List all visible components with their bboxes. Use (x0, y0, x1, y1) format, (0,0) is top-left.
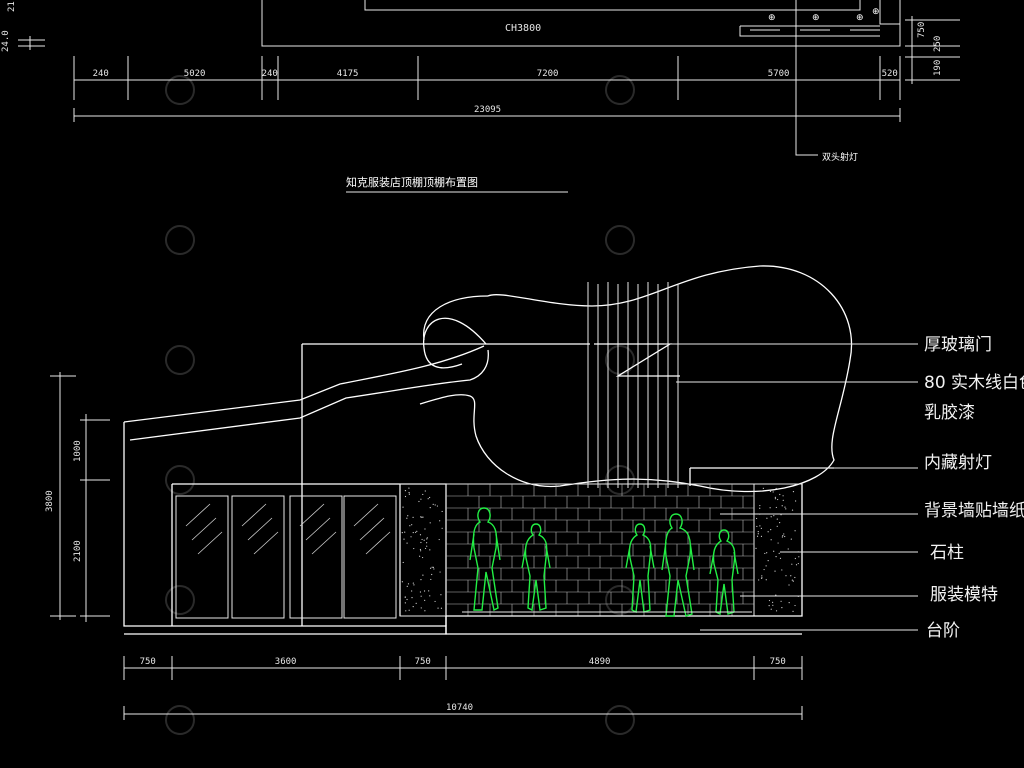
wallpaper-background-wall (445, 483, 755, 617)
annotation-glass-door: 厚玻璃门 (924, 335, 992, 355)
right-dim-250: 250 (933, 36, 943, 52)
light-symbol: ⊕ (768, 13, 776, 23)
mannequin (469, 507, 501, 612)
height-total-dim: 3800 (45, 490, 55, 512)
plan-dim-label: 5700 (768, 69, 790, 79)
height-lower-dim: 2100 (73, 540, 83, 562)
right-dim-750: 750 (917, 22, 927, 38)
stone-texture (401, 487, 800, 612)
watermark-layer (165, 75, 635, 735)
right-dim-190: 190 (933, 60, 943, 76)
glass-doors (175, 495, 397, 619)
stone-pillar-left (399, 483, 447, 617)
mannequin (521, 523, 551, 612)
guitar-neck-bars (587, 282, 679, 488)
mannequins (462, 507, 752, 617)
width-dim-label: 750 (140, 657, 156, 667)
height-upper-dim: 1000 (73, 440, 83, 462)
light-symbol: ⊕ (872, 7, 880, 17)
light-symbol: ⊕ (812, 13, 820, 23)
plan-dim-label: 240 (262, 69, 278, 79)
plan-dim-label: 7200 (537, 69, 559, 79)
left-dim-a: 21 (7, 1, 17, 12)
mannequin (625, 523, 655, 614)
brick-pattern (446, 484, 754, 616)
plan-dim-label: 4175 (337, 69, 359, 79)
width-dim-label: 750 (415, 657, 431, 667)
annotation-wallpaper: 背景墙贴墙纸 (924, 501, 1024, 521)
annotation-leaders (664, 343, 918, 631)
annotation-wood-trim: 80 实木线白色 (924, 373, 1024, 393)
height-dimensions: 3800 1000 2100 (45, 372, 110, 622)
annotation-mannequin: 服装模特 (930, 585, 998, 605)
width-total-dim: 10740 (446, 703, 473, 713)
mannequin (709, 529, 739, 616)
plan-dim-label: 240 (93, 69, 109, 79)
light-symbol: ⊕ (856, 13, 864, 23)
plan-title: 知克服装店顶棚顶棚布置图 (346, 175, 478, 189)
ceiling-plan: ⊕ ⊕ ⊕ ⊕ CH3800 21 24.0 750 250 190 240 50… (1, 0, 960, 193)
width-dim-label: 4890 (589, 657, 611, 667)
storefront-elevation: 厚玻璃门 80 实木线白色 乳胶漆 内藏射灯 背景墙贴墙纸 石柱 服装模特 台阶… (45, 265, 1024, 720)
width-dim-label: 3600 (275, 657, 297, 667)
annotation-stone-pillar: 石柱 (930, 543, 964, 563)
plan-dimension-row: 240 5020 240 4175 7200 5700 520 (73, 56, 901, 100)
spotlight-label: 双头射灯 (822, 151, 858, 163)
plan-dim-label: 5020 (184, 69, 206, 79)
annotation-hidden-spotlight: 内藏射灯 (924, 453, 992, 473)
width-dim-label: 750 (770, 657, 786, 667)
guitar-sign-outline (419, 265, 853, 493)
plan-dim-label: 520 (882, 69, 898, 79)
annotation-steps: 台阶 (926, 621, 960, 641)
annotation-latex-paint: 乳胶漆 (924, 403, 975, 423)
ceiling-height-label: CH3800 (505, 23, 541, 34)
left-dim-b: 24.0 (1, 30, 11, 52)
plan-total-dim: 23095 (474, 105, 501, 115)
mannequin (661, 513, 695, 617)
width-dimension-row: 750 3600 750 4890 750 (123, 656, 803, 680)
